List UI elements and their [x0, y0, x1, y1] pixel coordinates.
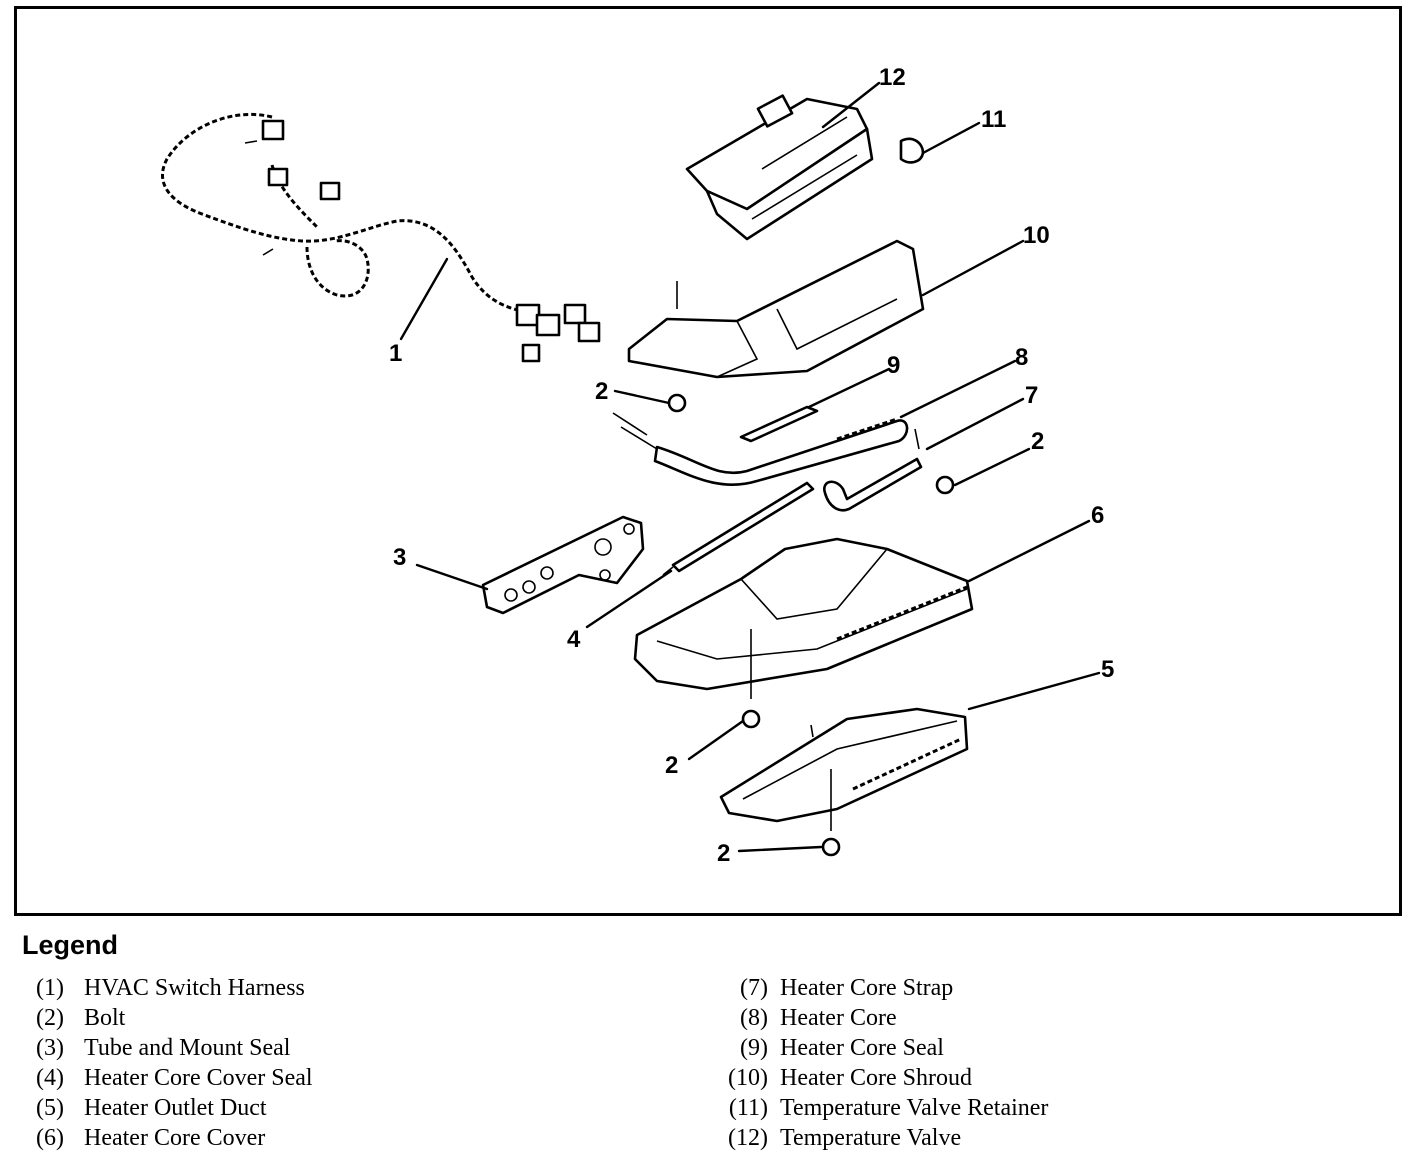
callout-2-right: 2 [1031, 428, 1044, 455]
legend-text: Heater Core Strap [780, 975, 954, 1001]
callout-2-middle: 2 [665, 752, 678, 779]
legend-number: (12) [728, 1125, 768, 1151]
temperature-valve-retainer-drawing [899, 137, 925, 164]
callout-9: 9 [887, 352, 900, 379]
callout-3: 3 [393, 544, 406, 571]
heater-core-drawing [612, 412, 909, 486]
heater-core-shroud-drawing [627, 239, 925, 379]
legend-number: (3) [36, 1035, 64, 1061]
legend-item: (7) Heater Core Strap [718, 973, 1048, 1003]
legend-text: Temperature Valve Retainer [780, 1095, 1049, 1121]
heater-core-cover-seal-drawing [662, 481, 815, 576]
callout-11: 11 [981, 106, 1006, 133]
legend-number: (9) [740, 1035, 768, 1061]
legend-number: (5) [36, 1095, 64, 1121]
legend-number: (6) [36, 1125, 64, 1151]
legend-item: (3) Tube and Mount Seal [36, 1033, 313, 1063]
legend-number: (8) [740, 1005, 768, 1031]
legend-text: Heater Core Shroud [780, 1065, 972, 1091]
legend-text: Heater Core Cover Seal [84, 1065, 313, 1091]
callout-4: 4 [567, 626, 581, 653]
callout-2-upper: 2 [595, 378, 608, 405]
legend-number: (1) [36, 975, 64, 1001]
legend-number: (10) [728, 1065, 768, 1091]
legend-title: Legend [22, 930, 119, 960]
heater-core-strap-drawing [823, 428, 923, 512]
callout-10: 10 [1023, 222, 1050, 249]
legend-text: Heater Core [780, 1005, 897, 1031]
exploded-parts-diagram: 1 2 2 2 2 3 4 5 6 7 8 9 10 11 12 [161, 64, 1114, 867]
legend-item: (10) Heater Core Shroud [718, 1063, 1048, 1093]
callout-labels: 1 2 2 2 2 3 4 5 6 7 8 9 10 11 12 [389, 64, 1114, 867]
legend-item: (1) HVAC Switch Harness [36, 973, 313, 1003]
legend-text: Temperature Valve [780, 1125, 962, 1151]
callout-8: 8 [1015, 344, 1028, 371]
legend-item: (8) Heater Core [718, 1003, 1048, 1033]
legend-item: (9) Heater Core Seal [718, 1033, 1048, 1063]
legend-text: Heater Core Cover [84, 1125, 266, 1151]
hvac-switch-harness-drawing [161, 112, 601, 363]
callout-5: 5 [1101, 656, 1114, 683]
tube-and-mount-seal-drawing [481, 515, 645, 615]
legend-text: HVAC Switch Harness [84, 975, 305, 1001]
legend-item: (6) Heater Core Cover [36, 1123, 313, 1153]
legend-text: Bolt [84, 1005, 126, 1031]
leader-lines [399, 81, 1101, 853]
legend-number: (2) [36, 1005, 64, 1031]
legend-text: Heater Outlet Duct [84, 1095, 267, 1121]
callout-12: 12 [879, 64, 906, 91]
legend-number: (11) [728, 1095, 768, 1121]
heater-outlet-duct-drawing [719, 707, 969, 831]
legend-text: Heater Core Seal [780, 1035, 944, 1061]
legend-item: (12) Temperature Valve [718, 1123, 1048, 1153]
legend-number: (7) [740, 975, 768, 1001]
callout-1: 1 [389, 340, 402, 367]
callout-6: 6 [1091, 502, 1104, 529]
heater-core-cover-drawing [633, 537, 974, 699]
legend-text: Tube and Mount Seal [84, 1035, 291, 1061]
bolt-drawings [667, 393, 955, 857]
legend-item: (4) Heater Core Cover Seal [36, 1063, 313, 1093]
legend-number: (4) [36, 1065, 64, 1091]
legend-item: (11) Temperature Valve Retainer [718, 1093, 1049, 1123]
legend-item: (2) Bolt [36, 1003, 313, 1033]
diagram-frame: 1 2 2 2 2 3 4 5 6 7 8 9 10 11 12 [14, 6, 1402, 916]
callout-2-lower: 2 [717, 840, 730, 867]
legend-item: (5) Heater Outlet Duct [36, 1093, 313, 1123]
legend-left-column: (1) HVAC Switch Harness (2) Bolt (3) Tube a… [36, 973, 313, 1153]
temperature-valve-drawing [685, 94, 874, 241]
legend-right-column: (7) Heater Core Strap (8) Heater Core (9) H… [718, 973, 1048, 1153]
callout-7: 7 [1025, 382, 1038, 409]
heater-core-seal-drawing [739, 405, 819, 443]
